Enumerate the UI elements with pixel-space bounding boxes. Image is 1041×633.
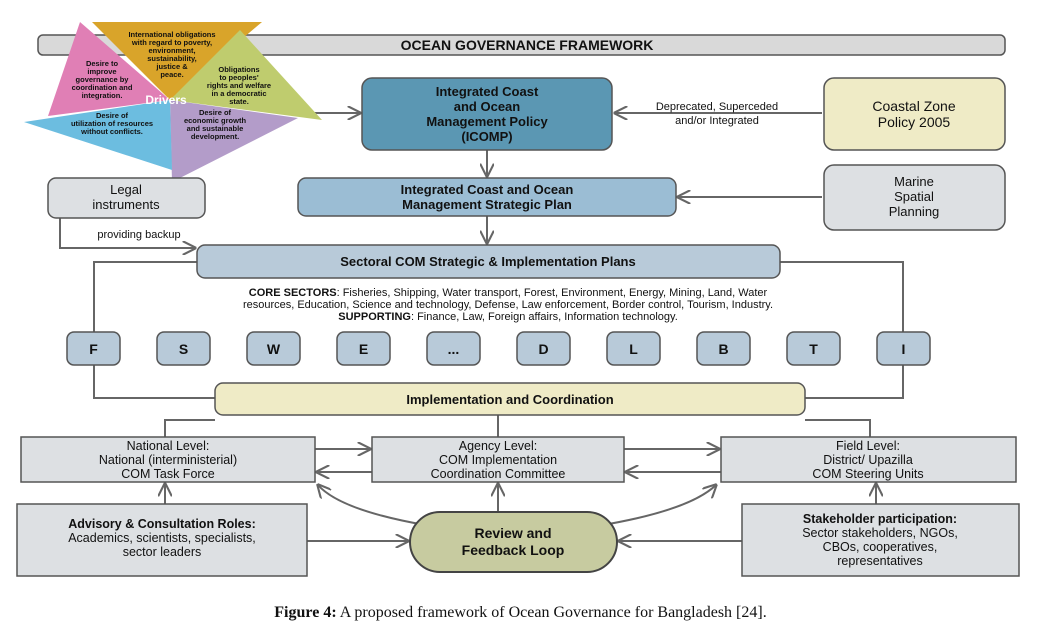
review-feedback-loop: [409, 511, 618, 573]
sectors-description: CORE SECTORS: Fisheries, Shipping, Water…: [243, 287, 773, 323]
stakeholder-participation-box: [741, 503, 1020, 577]
sector-box: [696, 331, 751, 366]
driver-utilization-segment: [24, 100, 172, 170]
sector-box: [426, 331, 481, 366]
svg-text:resources, Education, Science: resources, Education, Science and techno…: [243, 299, 773, 311]
legal-instruments-box: [47, 177, 206, 219]
sector-box: [66, 331, 121, 366]
implementation-text: Implementation and Coordination: [406, 392, 613, 407]
sector-boxes: F S W E... D L B T I: [66, 331, 931, 366]
national-level-text: National Level:National (interministeria…: [99, 439, 237, 481]
sector-box: [156, 331, 211, 366]
title-bar: [37, 34, 1006, 56]
stakeholder-participation-text: Stakeholder participation:Sector stakeho…: [802, 512, 958, 568]
sector-box: [246, 331, 301, 366]
sector-letter: L: [629, 341, 638, 357]
field-level-box: [720, 436, 1017, 483]
drivers-label: Drivers: [145, 93, 187, 107]
sector-letter: B: [718, 341, 728, 357]
sector-letter: F: [89, 341, 98, 357]
driver-international-segment: [92, 22, 262, 100]
sector-box: [336, 331, 391, 366]
sector-box: [876, 331, 931, 366]
marine-spatial-planning-box: [823, 164, 1006, 231]
svg-text:SUPPORTING: Finance, Law, Fore: SUPPORTING: Finance, Law, Foreign affair…: [338, 311, 678, 323]
sector-letter: ...: [448, 341, 460, 357]
implementation-box: [214, 382, 806, 416]
providing-backup-label: providing backup: [97, 229, 180, 241]
sector-letter: E: [359, 341, 368, 357]
advisory-roles-text: Advisory & Consultation Roles:Academics,…: [68, 517, 256, 559]
strategic-plan-box: [297, 177, 677, 217]
sector-letter: S: [179, 341, 188, 357]
svg-text:CORE SECTORS: Fisheries, Shipp: CORE SECTORS: Fisheries, Shipping, Water…: [249, 287, 768, 299]
sector-letter: W: [267, 341, 281, 357]
sector-letter: D: [538, 341, 548, 357]
figure-caption: Figure 4: A proposed framework of Ocean …: [274, 604, 767, 621]
sector-box: [606, 331, 661, 366]
national-level-box: [20, 436, 316, 483]
driver-obligations-segment: [170, 30, 322, 120]
advisory-roles-box: [16, 503, 308, 577]
coastal-zone-policy-box: [823, 77, 1006, 151]
connectors: [59, 113, 904, 541]
sectoral-plans-box: [196, 244, 781, 279]
agency-level-box: [371, 436, 625, 483]
driver-governance-segment: [48, 22, 170, 116]
sector-box: [516, 331, 571, 366]
sector-letter: T: [809, 341, 818, 357]
sectoral-plans-text: Sectoral COM Strategic & Implementation …: [340, 254, 635, 269]
icomp-box: [361, 77, 613, 151]
diagram-title: OCEAN GOVERNANCE FRAMEWORK: [401, 37, 654, 53]
sector-box: [786, 331, 841, 366]
driver-economic-segment: [170, 100, 298, 182]
sector-letter: I: [902, 341, 906, 357]
